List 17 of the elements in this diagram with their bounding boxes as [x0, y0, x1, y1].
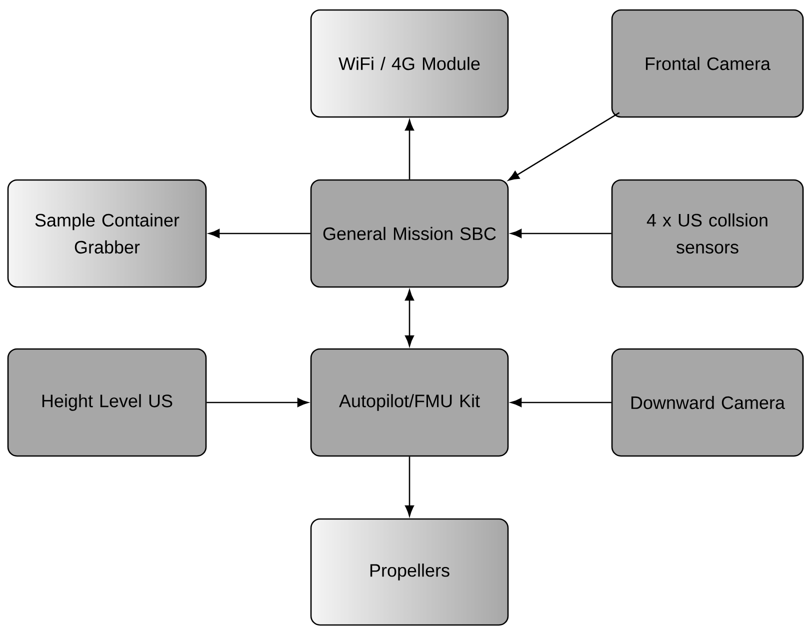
block-box: Frontal Camera	[611, 9, 804, 118]
block-box: Sample Container Grabber	[7, 179, 207, 288]
block-box: 4 x US collsion sensors	[611, 179, 804, 288]
block-box: General Mission SBC	[310, 179, 509, 288]
arrow	[208, 228, 310, 238]
block-box: Height Level US	[7, 348, 207, 457]
arrow	[508, 112, 620, 181]
arrow	[510, 228, 612, 238]
arrow	[510, 398, 612, 407]
arrow	[405, 120, 414, 180]
block-box: WiFi / 4G Module	[310, 9, 509, 118]
arrow	[206, 398, 308, 407]
arrow	[405, 456, 414, 516]
arrow	[405, 290, 414, 346]
block-box: Autopilot/FMU Kit	[310, 348, 509, 457]
block-box: Propellers	[310, 518, 509, 626]
block-box: Downward Camera	[611, 348, 804, 457]
